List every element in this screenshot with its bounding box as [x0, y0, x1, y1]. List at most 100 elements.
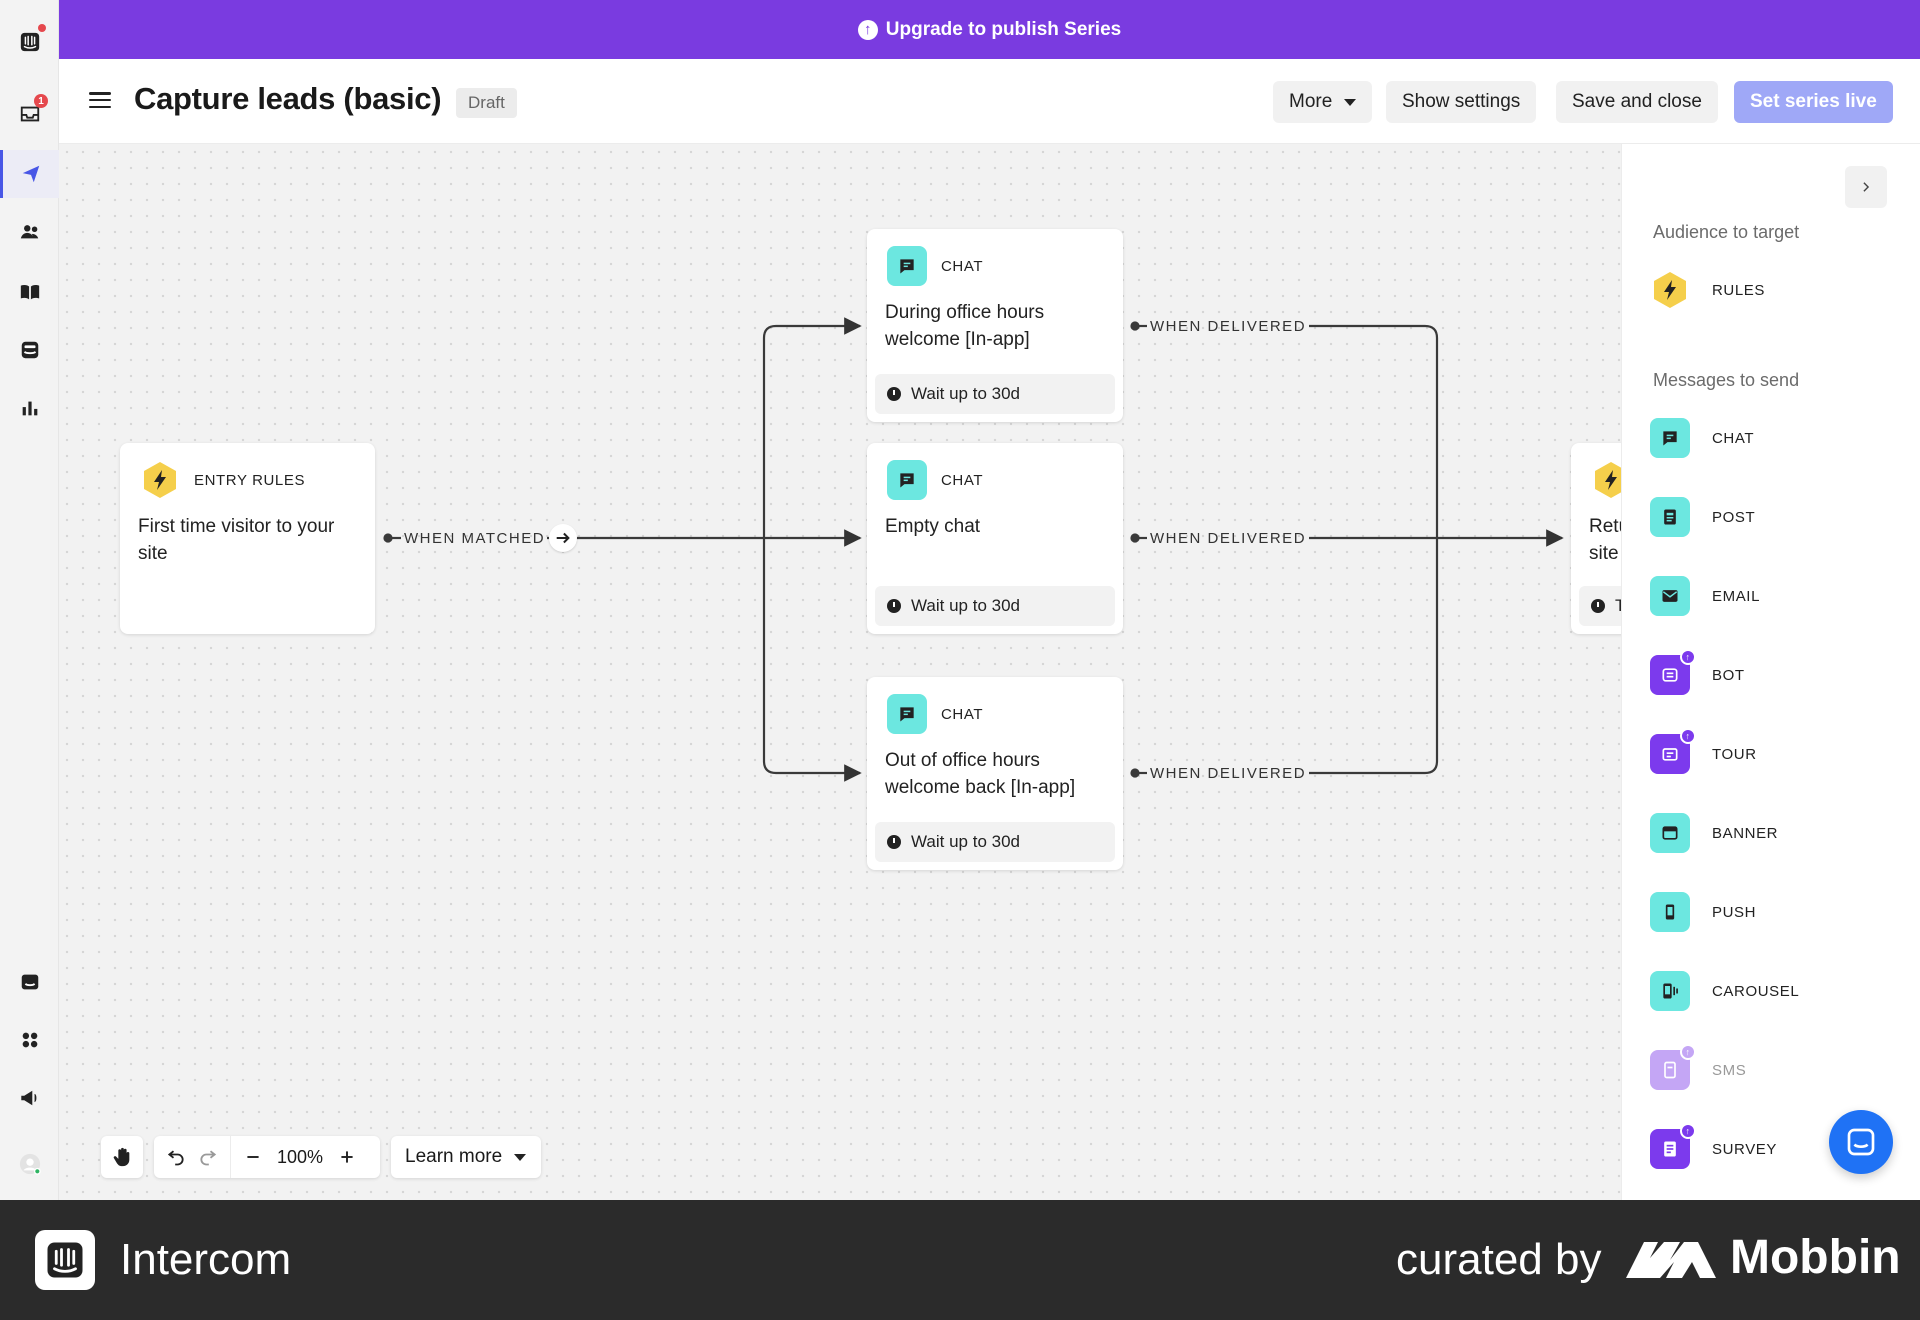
upgrade-badge-icon: ↑ — [1680, 649, 1696, 665]
palette-item-bot[interactable]: ↑ BOT — [1650, 649, 1745, 695]
clock-icon — [887, 387, 901, 401]
chat-icon[interactable] — [0, 958, 59, 1006]
palette-item-tour[interactable]: ↑ TOUR — [1650, 728, 1757, 774]
undo-icon[interactable] — [160, 1147, 192, 1167]
carousel-icon — [1650, 971, 1690, 1011]
zoom-level: 100% — [277, 1146, 324, 1167]
palette-item-survey[interactable]: ↑ SURVEY — [1650, 1123, 1778, 1169]
banner-icon — [1650, 813, 1690, 853]
collapse-panel-button[interactable] — [1845, 166, 1887, 208]
show-settings-button[interactable]: Show settings — [1386, 81, 1537, 123]
mobbin-wordmark: Mobbin — [1730, 1231, 1901, 1284]
footer-brand: Intercom — [120, 1235, 292, 1284]
entry-rules-card[interactable]: ENTRY RULES First time visitor to your s… — [120, 443, 375, 634]
palette-item-label: SURVEY — [1712, 1140, 1778, 1158]
wait-badge: Wait up to 30d — [875, 822, 1115, 862]
outbound-icon[interactable] — [0, 150, 59, 198]
chat-icon — [887, 460, 927, 500]
upgrade-badge-icon: ↑ — [1680, 1123, 1696, 1139]
chat-icon — [1650, 418, 1690, 458]
edge-label-when-matched: WHEN MATCHED — [404, 530, 546, 547]
palette-item-label: SMS — [1712, 1061, 1747, 1079]
mobbin-mark-icon — [1626, 1241, 1716, 1278]
add-path-arrow-icon[interactable] — [549, 524, 577, 552]
palette-item-label: EMAIL — [1712, 587, 1761, 605]
clock-icon — [1591, 599, 1605, 613]
wait-text: Wait up to 30d — [911, 596, 1020, 615]
left-nav-rail: 1 — [0, 0, 59, 1200]
upgrade-badge-icon: ↑ — [1680, 1044, 1696, 1060]
more-button-label: More — [1289, 91, 1333, 112]
chat-icon — [887, 694, 927, 734]
status-badge: Draft — [456, 88, 517, 118]
edge-label-when-delivered: WHEN DELIVERED — [1150, 530, 1307, 547]
chat-node-card[interactable]: CHAT Empty chat Wait up to 30d — [867, 443, 1123, 634]
palette-item-label: CAROUSEL — [1712, 982, 1800, 1000]
palette-item-post[interactable]: POST — [1650, 497, 1755, 537]
messenger-icon[interactable] — [0, 326, 59, 374]
learn-more-button[interactable]: Learn more — [391, 1136, 541, 1178]
upgrade-banner[interactable]: ↑ Upgrade to publish Series — [59, 0, 1920, 59]
wait-text: Wait up to 30d — [911, 384, 1020, 403]
palette-item-label: BOT — [1712, 666, 1745, 684]
wait-badge: Wait up to 30d — [875, 586, 1115, 626]
sms-icon: ↑ — [1650, 1044, 1696, 1090]
lightning-icon — [1591, 460, 1621, 500]
user-avatar-icon[interactable] — [0, 1140, 59, 1188]
palette-item-banner[interactable]: BANNER — [1650, 813, 1778, 853]
caret-down-icon — [514, 1153, 527, 1161]
curated-by-text: curated by — [1396, 1235, 1602, 1284]
node-type-label: CHAT — [941, 471, 984, 489]
palette-item-email[interactable]: EMAIL — [1650, 576, 1760, 616]
chat-node-card[interactable]: CHAT During office hours welcome [In-app… — [867, 229, 1123, 422]
page-title: Capture leads (basic) — [134, 81, 442, 116]
palette-item-push[interactable]: PUSH — [1650, 892, 1756, 932]
contacts-icon[interactable] — [0, 208, 59, 256]
palette-item-carousel[interactable]: CAROUSEL — [1650, 971, 1799, 1011]
lightning-icon — [140, 460, 180, 500]
messenger-launcher-button[interactable] — [1829, 1110, 1893, 1174]
node-title-line: site — [1589, 543, 1619, 564]
survey-icon: ↑ — [1650, 1123, 1696, 1169]
bot-icon: ↑ — [1650, 649, 1696, 695]
upgrade-banner-text: Upgrade to publish Series — [885, 18, 1122, 40]
reports-icon[interactable] — [0, 384, 59, 432]
more-button[interactable]: More — [1273, 81, 1373, 123]
chevron-right-icon — [1863, 182, 1870, 192]
inbox-icon[interactable]: 1 — [0, 90, 59, 138]
redo-icon[interactable] — [192, 1147, 224, 1167]
zoom-out-icon[interactable] — [237, 1149, 269, 1165]
palette-item-label: CHAT — [1712, 429, 1755, 447]
series-header: Capture leads (basic) Draft More Show se… — [59, 59, 1920, 144]
palette-item-label: PUSH — [1712, 903, 1757, 921]
node-title-line: Retu — [1589, 516, 1621, 537]
messenger-icon — [1847, 1128, 1875, 1156]
rules-node-card[interactable]: Retu site T — [1571, 443, 1621, 634]
intercom-logo-icon[interactable] — [0, 18, 59, 66]
articles-icon[interactable] — [0, 268, 59, 316]
save-and-close-button[interactable]: Save and close — [1556, 81, 1718, 123]
clock-icon — [887, 835, 901, 849]
apps-icon[interactable] — [0, 1016, 59, 1064]
zoom-in-icon[interactable] — [331, 1149, 363, 1165]
announcement-icon[interactable] — [0, 1074, 59, 1122]
palette-item-rules[interactable]: RULES — [1650, 270, 1765, 310]
footer-bar: Intercom curated by Mobbin — [0, 1200, 1920, 1320]
palette-item-chat[interactable]: CHAT — [1650, 418, 1754, 458]
menu-icon[interactable] — [89, 89, 111, 111]
wait-text: T — [1615, 596, 1621, 615]
mobbin-logo: Mobbin — [1626, 1230, 1901, 1285]
palette-item-label: POST — [1712, 508, 1756, 526]
pan-tool-button[interactable] — [101, 1136, 143, 1178]
set-series-live-button[interactable]: Set series live — [1734, 81, 1893, 123]
chat-node-card[interactable]: CHAT Out of office hours welcome back [I… — [867, 677, 1123, 870]
caret-down-icon — [1344, 98, 1357, 106]
intercom-logo-icon — [35, 1230, 95, 1290]
clock-icon — [887, 599, 901, 613]
wait-badge: T — [1579, 586, 1621, 626]
series-canvas[interactable]: ENTRY RULES First time visitor to your s… — [59, 144, 1621, 1200]
palette-item-sms[interactable]: ↑ SMS — [1650, 1044, 1747, 1090]
palette-item-label: TOUR — [1712, 745, 1757, 763]
notification-dot — [38, 24, 46, 32]
node-title: Empty chat — [885, 516, 981, 537]
